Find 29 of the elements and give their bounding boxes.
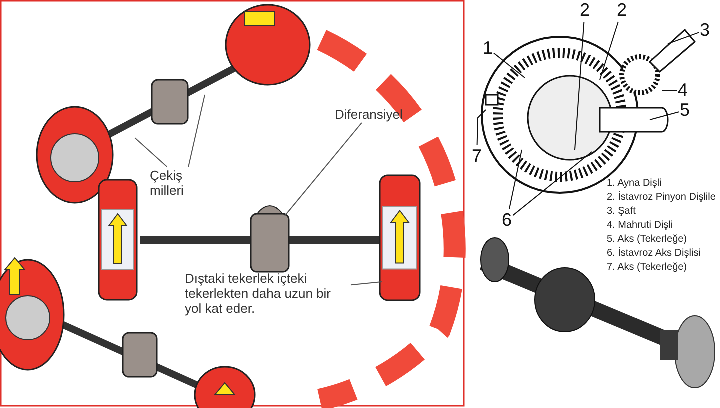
leader-line [662, 90, 678, 92]
leader-line [284, 122, 362, 216]
leader-line [350, 282, 382, 286]
leader-line [476, 110, 486, 146]
legend-item: 3. Şaft [607, 206, 636, 217]
callout-number: 7 [472, 146, 482, 167]
leader-line [650, 112, 680, 120]
leader-line [188, 94, 206, 168]
leader-line [574, 22, 585, 150]
leader-line [509, 150, 522, 210]
callout-number: 3 [700, 20, 710, 41]
leader-line [600, 22, 619, 80]
legend-item: 5. Aks (Tekerleğe) [607, 234, 688, 245]
leader-line [134, 138, 168, 168]
callout-number: 5 [680, 100, 690, 121]
legend-item: 1. Ayna Dişli [607, 178, 662, 189]
callout-number: 2 [580, 0, 590, 21]
legend-item: 4. Mahruti Dişli [607, 220, 674, 231]
legend-item: 6. İstavroz Aks Dişlisi [607, 248, 701, 259]
callout-number: 2 [617, 0, 628, 21]
legend-item: 2. İstavroz Pinyon Dişlile [607, 192, 716, 203]
callout-number: 4 [678, 80, 688, 101]
legend-item: 7. Aks (Tekerleğe) [607, 262, 688, 273]
callout-number: 6 [502, 210, 512, 231]
callout-number: 1 [483, 38, 494, 59]
callout-text: Çekiş milleri [150, 168, 220, 198]
leader-line [668, 32, 700, 44]
callout-text: Dıştaki tekerlek içteki tekerlekten daha uzun bir yol kat eder. [185, 271, 350, 316]
leader-line [512, 152, 592, 216]
